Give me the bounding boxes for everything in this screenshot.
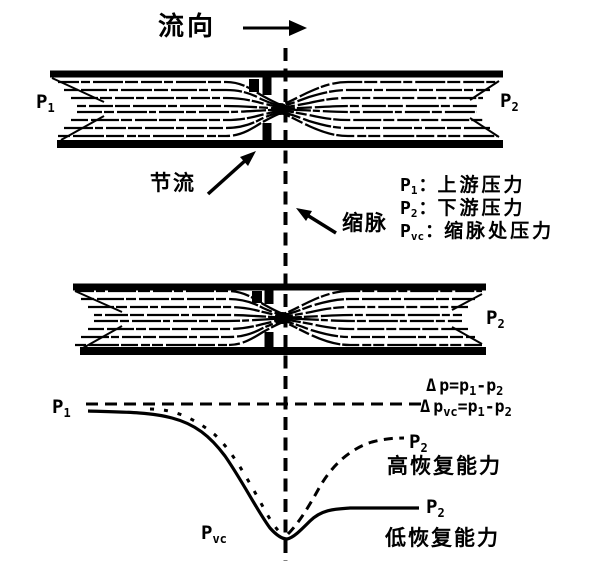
legend-p1-desc: 上游压力 xyxy=(437,175,526,196)
legend-p2-symbol: P2 xyxy=(400,198,418,220)
high-recovery-caption: 高恢复能力 xyxy=(387,455,502,478)
pipe-bottom-graphic xyxy=(73,283,486,355)
low-recovery-caption: 低恢复能力 xyxy=(385,527,500,550)
legend-p2-desc: 下游压力 xyxy=(437,198,526,219)
legend-row-p1: P1 ： 上游压力 xyxy=(400,170,554,197)
pipe-top-p1-label: P1 xyxy=(36,91,55,115)
low-recovery-p2-label: P2 xyxy=(426,496,445,520)
pipe-top-graphic xyxy=(50,70,503,148)
pressure-curves xyxy=(86,402,421,541)
legend-pvc-symbol: Pvc xyxy=(400,221,425,243)
pipe-top-p2-label: P2 xyxy=(500,90,519,114)
throttle-arrow-icon xyxy=(206,151,256,196)
legend-p1-symbol: P1 xyxy=(400,175,418,197)
plot-p1-label: P1 xyxy=(52,396,71,420)
pressure-legend: P1 ： 上游压力 P2 ： 下游压力 Pvc ： 缩脉处压力 xyxy=(400,170,554,243)
throttle-label: 节流 xyxy=(150,172,196,195)
high-recovery-p2-label: P2 xyxy=(409,431,428,455)
flow-direction-arrow-icon xyxy=(243,20,307,36)
vena-contracta-label: 缩脉 xyxy=(342,212,388,235)
legend-pvc-desc: 缩脉处压力 xyxy=(444,221,555,242)
pipe-bottom-p2-label: P2 xyxy=(486,307,505,331)
legend-row-p2: P2 ： 下游压力 xyxy=(400,193,554,220)
vena-contracta-arrow-icon xyxy=(296,208,337,235)
low-recovery-curve xyxy=(87,409,419,541)
legend-row-pvc: Pvc ： 缩脉处压力 xyxy=(400,216,554,243)
plot-pvc-label: Pvc xyxy=(201,522,227,546)
high-recovery-curve xyxy=(286,436,405,536)
flow-direction-label: 流向 xyxy=(158,11,217,41)
